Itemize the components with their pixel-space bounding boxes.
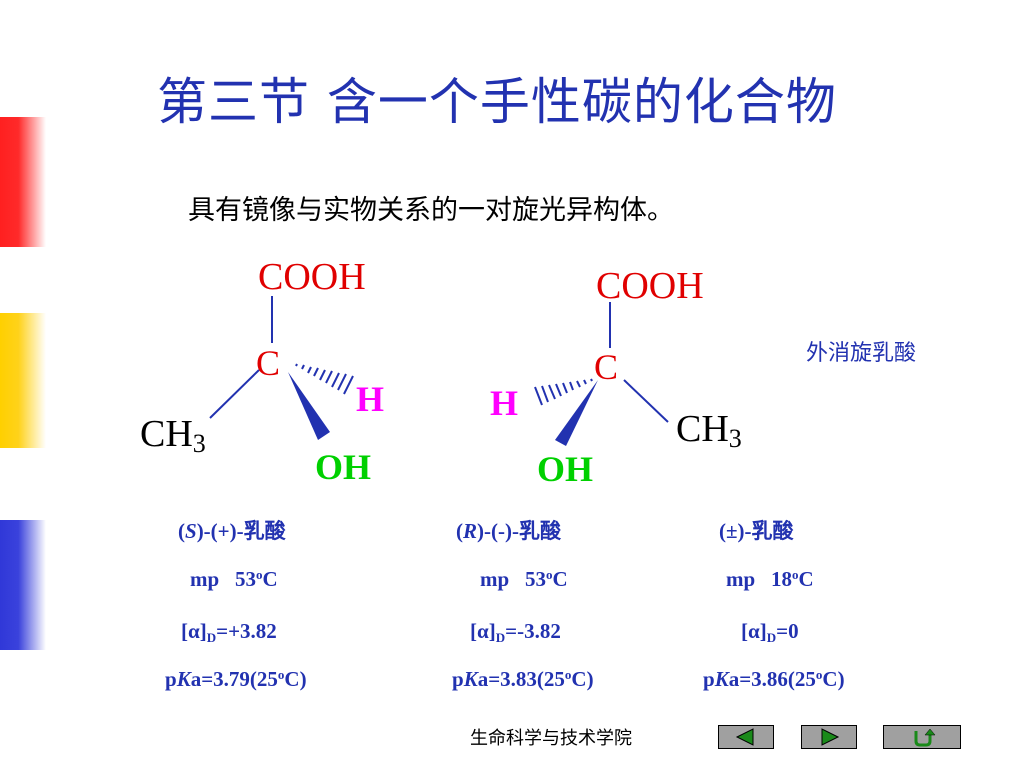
return-button[interactable]	[883, 725, 961, 749]
slide-subtitle: 具有镜像与实物关系的一对旋光异构体。	[188, 195, 674, 226]
right-cooh-label: COOH	[596, 265, 704, 307]
bond-left-ch3	[209, 369, 260, 419]
left-hydrogen-label: H	[356, 379, 385, 419]
compound-pka-r: pKa=3.83(25oC)	[452, 667, 594, 691]
compound-mp-s: mp 53oC	[190, 567, 278, 591]
compound-name-s: (S)-(+)-乳酸	[178, 519, 286, 543]
compound-mp-r: mp 53oC	[480, 567, 568, 591]
wedge-right-oh	[555, 380, 598, 446]
compound-mp-racemic: mp 18oC	[726, 567, 814, 591]
decor-bar-yellow	[0, 313, 46, 448]
hash-right-h	[534, 378, 593, 406]
hash-left-h	[295, 363, 354, 395]
left-cooh-label: COOH	[258, 256, 366, 298]
right-hydrogen-label: H	[490, 383, 519, 423]
return-icon	[884, 726, 960, 748]
left-carbon-label: C	[256, 343, 281, 383]
previous-slide-button[interactable]	[718, 725, 774, 749]
compound-pka-racemic: pKa=3.86(25oC)	[703, 667, 845, 691]
bond-right-ch3	[623, 379, 669, 423]
compound-pka-s: pKa=3.79(25oC)	[165, 667, 307, 691]
left-ch3-label: CH3	[140, 413, 206, 458]
right-oh-label: OH	[537, 449, 594, 489]
decor-bar-blue	[0, 520, 46, 650]
footer-institution: 生命科学与技术学院	[470, 728, 632, 749]
compound-rotation-racemic: [α]D=0	[741, 619, 799, 645]
next-slide-icon	[802, 726, 856, 748]
next-slide-button[interactable]	[801, 725, 857, 749]
previous-slide-icon	[719, 726, 773, 748]
compound-name-r: (R)-(-)-乳酸	[456, 519, 561, 543]
compound-rotation-s: [α]D=+3.82	[181, 619, 277, 645]
wedge-left-oh	[288, 372, 330, 440]
decor-bar-red	[0, 117, 46, 247]
compound-rotation-r: [α]D=-3.82	[470, 619, 561, 645]
left-oh-label: OH	[315, 447, 372, 487]
right-carbon-label: C	[594, 347, 619, 387]
racemic-label: 外消旋乳酸	[806, 341, 917, 366]
compound-name-racemic: (±)-乳酸	[719, 519, 794, 543]
slide-title: 第三节 含一个手性碳的化合物	[157, 73, 837, 131]
right-ch3-label: CH3	[676, 408, 742, 453]
